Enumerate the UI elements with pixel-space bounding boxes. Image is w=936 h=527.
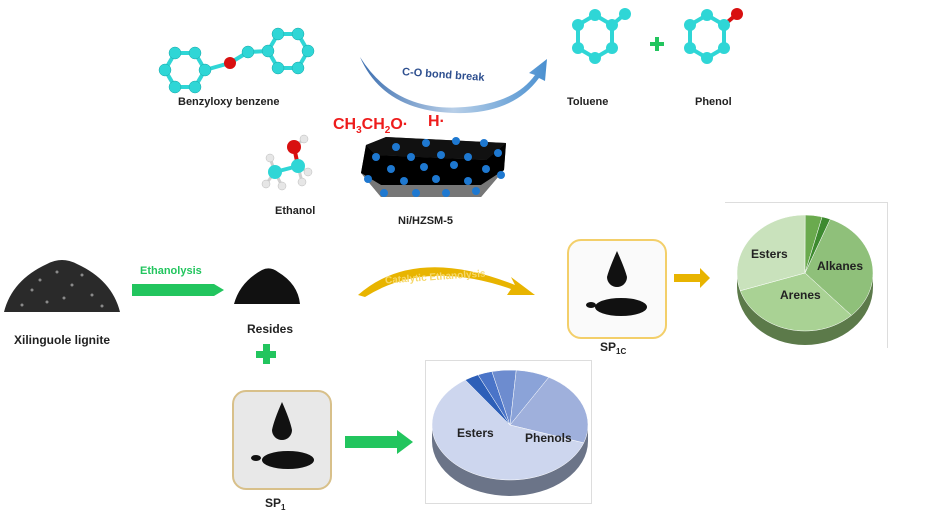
phenol-label: Phenol [695, 96, 732, 108]
plus-icon [256, 344, 276, 364]
oxygen-atom [731, 8, 743, 20]
ethanolysis-label: Ethanolysis [140, 265, 202, 277]
pie-slice-phenols [509, 376, 589, 444]
benzyloxy-benzene-molecule [158, 27, 315, 94]
sp1c-label: SP1C [600, 340, 627, 356]
sp1-pie-chart [431, 369, 589, 496]
sp1-pie-frame [425, 360, 592, 504]
ethoxy-radical-label: CH3CH2O· [333, 116, 409, 137]
sp1-oil-icon [232, 390, 332, 490]
pie-slice-other-5 [509, 369, 550, 426]
oil-drop-icon [586, 251, 647, 316]
sp1c-oil-icon [567, 239, 667, 339]
toluene-label: Toluene [567, 96, 609, 108]
ethanol-molecule [261, 134, 313, 191]
ethanol-label: Ethanol [275, 205, 316, 217]
catalytic-ethanolysis-arrow [358, 267, 535, 297]
oxygen-atom [224, 57, 236, 69]
sp1c-pie-frame [725, 202, 888, 348]
pie-slice-arenes [739, 272, 852, 332]
pie-slice-esters [431, 379, 585, 481]
oil-drop-icon [251, 402, 314, 469]
residues-pile-image [234, 268, 300, 304]
toluene-molecule [572, 8, 631, 64]
pie2-label-esters: Esters [457, 426, 494, 440]
pie1-label-alkanes: Alkanes [817, 259, 864, 273]
residues-label: Resides [247, 322, 294, 336]
pie1-label-arenes: Arenes [780, 288, 821, 302]
hydrogen-radical-label: H· [428, 113, 445, 130]
pie-side [737, 273, 873, 345]
pie-slice-other-4 [804, 216, 831, 274]
sp1-label: SP1 [265, 496, 286, 512]
lignite-pile-image [4, 260, 120, 312]
phenol-molecule [684, 8, 743, 64]
benzyloxy-benzene-label: Benzyloxy benzene [178, 96, 280, 108]
lignite-label: Xilinguole lignite [14, 333, 110, 347]
pie1-label-esters: Esters [751, 247, 788, 261]
co-bond-break-arrow [360, 57, 547, 114]
pie-slice-esters [736, 214, 806, 292]
pie2-label-phenols: Phenols [525, 431, 572, 445]
ethanolysis-arrow [132, 284, 224, 296]
pie-slice-alkanes [804, 218, 874, 316]
pie-side [432, 425, 588, 496]
ni-hzsm5-catalyst [361, 137, 506, 197]
sp1-to-pie-arrow [345, 430, 413, 454]
sp1c-pie-chart [736, 214, 874, 345]
catalyst-label: Ni/HZSM-5 [398, 215, 453, 227]
sp1c-to-pie-arrow [674, 268, 710, 288]
plus-icon [650, 37, 664, 51]
